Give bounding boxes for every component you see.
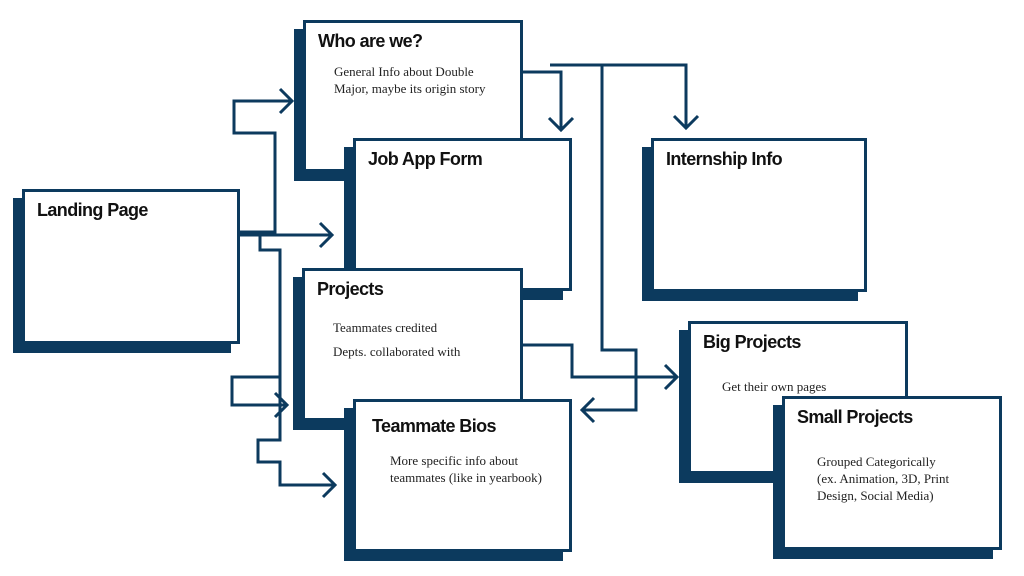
edge-projects-big [522, 343, 677, 379]
arrowhead-who-bios [579, 396, 596, 424]
arrowhead-landing-bios [321, 471, 338, 499]
node-text-line: Get their own pages [722, 379, 827, 394]
edge-who-job [522, 70, 563, 130]
node-landing-page: Landing Page [22, 189, 240, 344]
node-text-line: General Info about Double [334, 64, 474, 79]
edge-landing-bios [256, 377, 335, 487]
node-text-line: Grouped Categorically [817, 454, 936, 469]
arrowhead-who-internship [672, 114, 700, 131]
node-text-line: Design, Social Media) [817, 488, 934, 503]
node-title: Internship Info [666, 149, 783, 169]
node-text-line: Depts. collaborated with [333, 344, 461, 359]
node-text-line: Teammates credited [333, 320, 438, 335]
node-text-line: More specific info about [390, 453, 519, 468]
edge-who-internship [550, 63, 688, 128]
node-projects: Projects Teammates credited Depts. colla… [302, 268, 523, 421]
node-job-app-form: Job App Form [353, 138, 572, 291]
node-text-line: teammates (like in yearbook) [390, 470, 542, 485]
node-title: Job App Form [368, 149, 483, 169]
node-title: Teammate Bios [372, 416, 497, 436]
node-small-projects: Small Projects Grouped Categorically (ex… [782, 396, 1002, 550]
edge-landing-who [232, 99, 292, 234]
node-title: Big Projects [703, 332, 801, 352]
node-text-line: (ex. Animation, 3D, Print [817, 471, 950, 486]
node-text-line: Major, maybe its origin story [334, 81, 486, 96]
node-title: Projects [317, 279, 384, 299]
arrowhead-landing-job [318, 221, 335, 249]
node-internship-info: Internship Info [651, 138, 867, 292]
node-title: Landing Page [37, 200, 148, 220]
arrowhead-who-job [547, 116, 575, 133]
node-teammate-bios: Teammate Bios More specific info about t… [353, 399, 572, 552]
arrowhead-projects-big [663, 363, 680, 391]
node-title: Small Projects [797, 407, 913, 427]
arrowhead-landing-who [278, 87, 295, 115]
edge-who-bios [582, 65, 638, 412]
node-title: Who are we? [318, 31, 423, 51]
